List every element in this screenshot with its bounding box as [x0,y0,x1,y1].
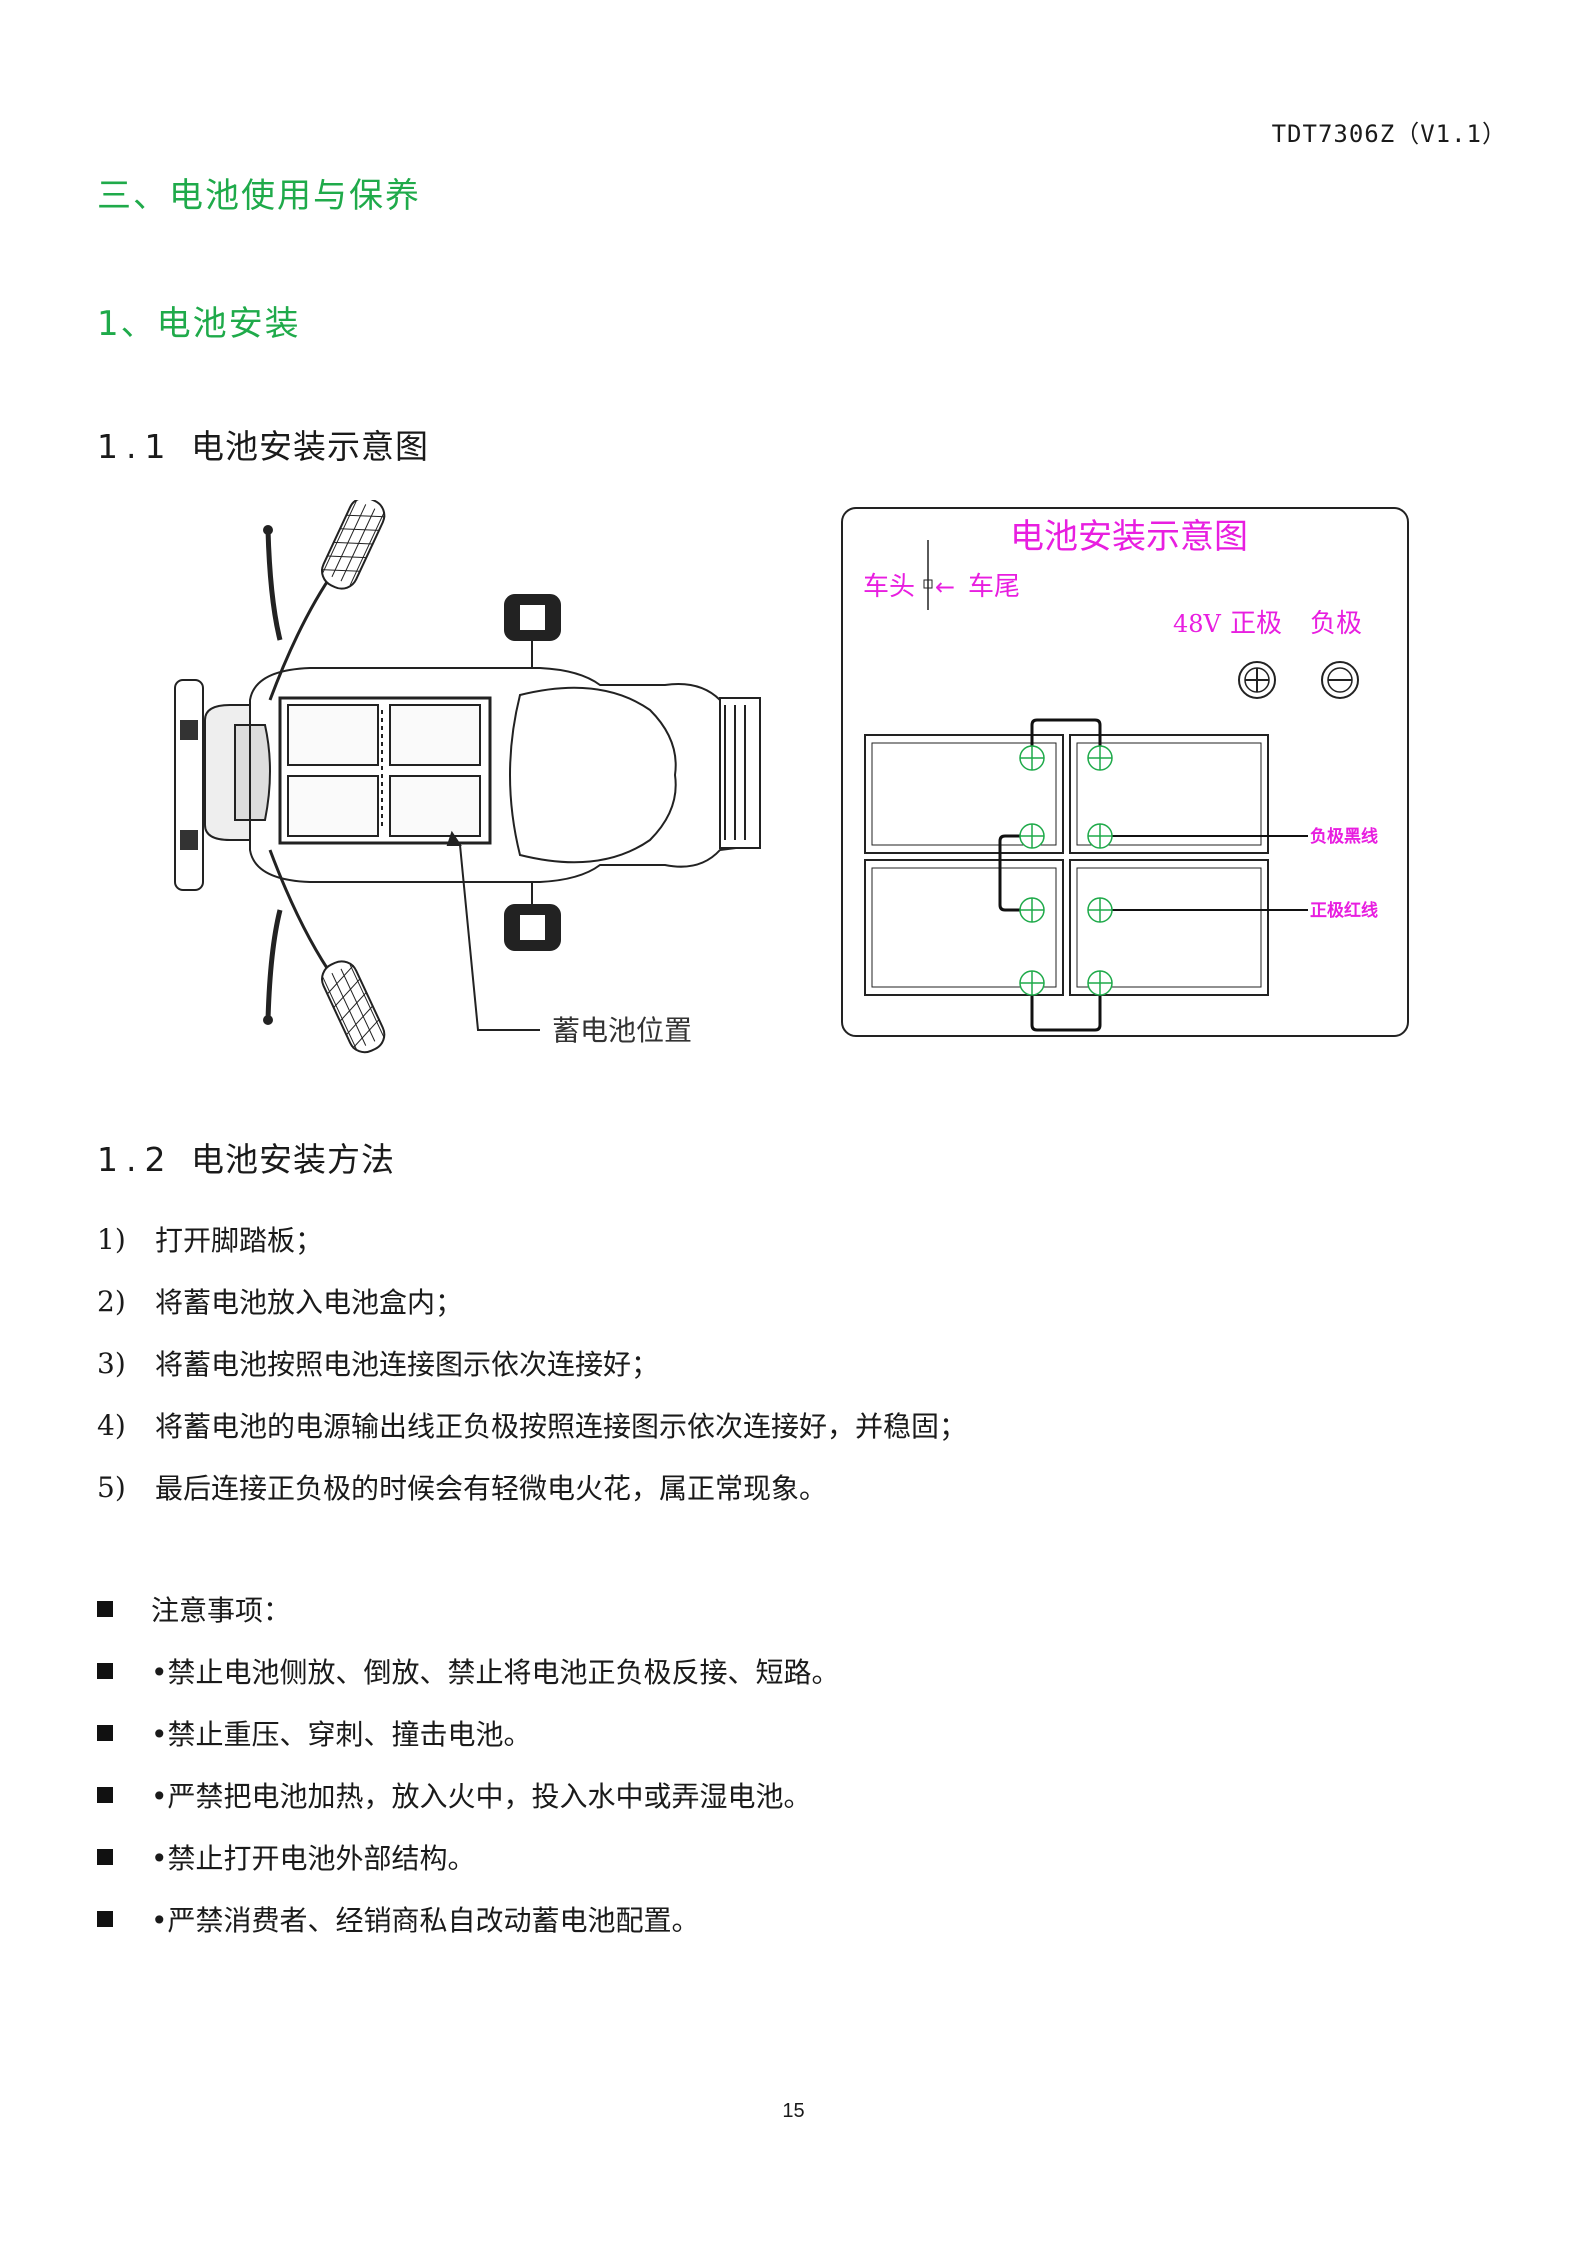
battery-installation-figure: 蓄电池位置 电池安装示意图 车头 ← 车尾 48V 正极 负极 [160,496,1420,1070]
precautions-list: 注意事项： •禁止电池侧放、倒放、禁止将电池正负极反接、短路。 •禁止重压、穿刺… [97,1578,840,1950]
brake-lever-top [265,529,283,641]
svg-text:←: ← [935,573,955,601]
negative-terminal-icon [1321,661,1359,699]
step-number: 1) [97,1222,126,1256]
bullet-square-icon [97,1663,113,1679]
step-number: 3) [97,1346,126,1380]
section-title: 三、电池使用与保养 [97,176,421,216]
battery-1 [864,734,1064,854]
document-code: TDT7306Z（V1.1） [1271,120,1507,148]
battery-4 [1069,859,1269,996]
note-text: •禁止重压、穿刺、撞击电池。 [151,1718,532,1751]
step-text: 将蓄电池的电源输出线正负极按照连接图示依次连接好，并稳固； [155,1410,968,1443]
note-item: 注意事项： [97,1578,840,1640]
page-number: 15 [782,2100,805,2122]
note-item: •禁止电池侧放、倒放、禁止将电池正负极反接、短路。 [97,1640,840,1702]
installation-steps: 1) 打开脚踏板； 2) 将蓄电池放入电池盒内； 3) 将蓄电池按照电池连接图示依次连… [97,1208,967,1518]
panel-frame [841,507,1409,1037]
bullet-square-icon [97,1725,113,1741]
note-item: •严禁消费者、经销商私自改动蓄电池配置。 [97,1888,840,1950]
step-item: 5) 最后连接正负极的时候会有轻微电火花，属正常现象。 [97,1456,967,1518]
note-item: •严禁把电池加热，放入火中，投入水中或弄湿电池。 [97,1764,840,1826]
battery-wires [998,718,1308,1032]
scooter-drawing [174,496,761,1054]
battery-3 [864,859,1064,996]
bottom-grip [321,960,386,1054]
heading-number: 1.2 [97,1140,174,1179]
step-text: 将蓄电池按照电池连接图示依次连接好； [155,1348,660,1381]
red-wire-label: 正极红线 [1310,900,1378,921]
note-item: •禁止打开电池外部结构。 [97,1826,840,1888]
top-grip [320,496,386,590]
negative-label: 负极 [1310,609,1362,639]
battery-2 [1069,734,1269,854]
heading-battery-diagram: 1.1 电池安装示意图 [97,420,429,468]
front-wheel [174,679,204,891]
step-number: 5) [97,1470,126,1504]
step-item: 4) 将蓄电池的电源输出线正负极按照连接图示依次连接好，并稳固； [97,1394,967,1456]
panel-title: 电池安装示意图 [1010,517,1248,557]
subsection-title: 1、电池安装 [97,304,301,344]
seat [509,686,677,864]
note-text: •禁止电池侧放、倒放、禁止将电池正负极反接、短路。 [151,1656,840,1689]
step-text: 将蓄电池放入电池盒内； [155,1286,464,1319]
heading-text: 电池安装方法 [191,1140,395,1179]
heading-number: 1.1 [97,427,174,466]
step-item: 1) 打开脚踏板； [97,1208,967,1270]
bullet-square-icon [97,1601,113,1617]
bullet-square-icon [97,1787,113,1803]
note-text: 注意事项： [151,1594,292,1627]
battery-position-label: 蓄电池位置 [552,1014,692,1047]
rear-label: 车尾 [968,572,1020,602]
battery-compartment [278,696,492,845]
heading-text: 电池安装示意图 [191,427,429,466]
bullet-square-icon [97,1849,113,1865]
battery-leader-line [459,844,540,1031]
front-label: 车头 [863,572,915,602]
note-text: •严禁消费者、经销商私自改动蓄电池配置。 [151,1904,700,1937]
heading-installation-method: 1.2 电池安装方法 [97,1133,395,1181]
positive-label: 正极 [1230,609,1282,639]
brake-lever-bottom [265,909,283,1021]
wiring-panel: 电池安装示意图 车头 ← 车尾 48V 正极 负极 [841,507,1409,1037]
voltage-label: 48V [1173,610,1222,638]
note-text: •严禁把电池加热，放入火中，投入水中或弄湿电池。 [151,1780,812,1813]
step-number: 2) [97,1284,126,1318]
step-text: 打开脚踏板； [155,1224,324,1257]
step-item: 2) 将蓄电池放入电池盒内； [97,1270,967,1332]
figure-svg: 蓄电池位置 电池安装示意图 车头 ← 车尾 48V 正极 负极 [174,496,1409,1054]
bullet-square-icon [97,1911,113,1927]
note-item: •禁止重压、穿刺、撞击电池。 [97,1702,840,1764]
black-wire-label: 负极黑线 [1310,826,1378,847]
positive-terminal-icon [1238,661,1276,699]
step-item: 3) 将蓄电池按照电池连接图示依次连接好； [97,1332,967,1394]
note-text: •禁止打开电池外部结构。 [151,1842,476,1875]
step-text: 最后连接正负极的时候会有轻微电火花，属正常现象。 [155,1472,828,1505]
step-number: 4) [97,1408,126,1442]
